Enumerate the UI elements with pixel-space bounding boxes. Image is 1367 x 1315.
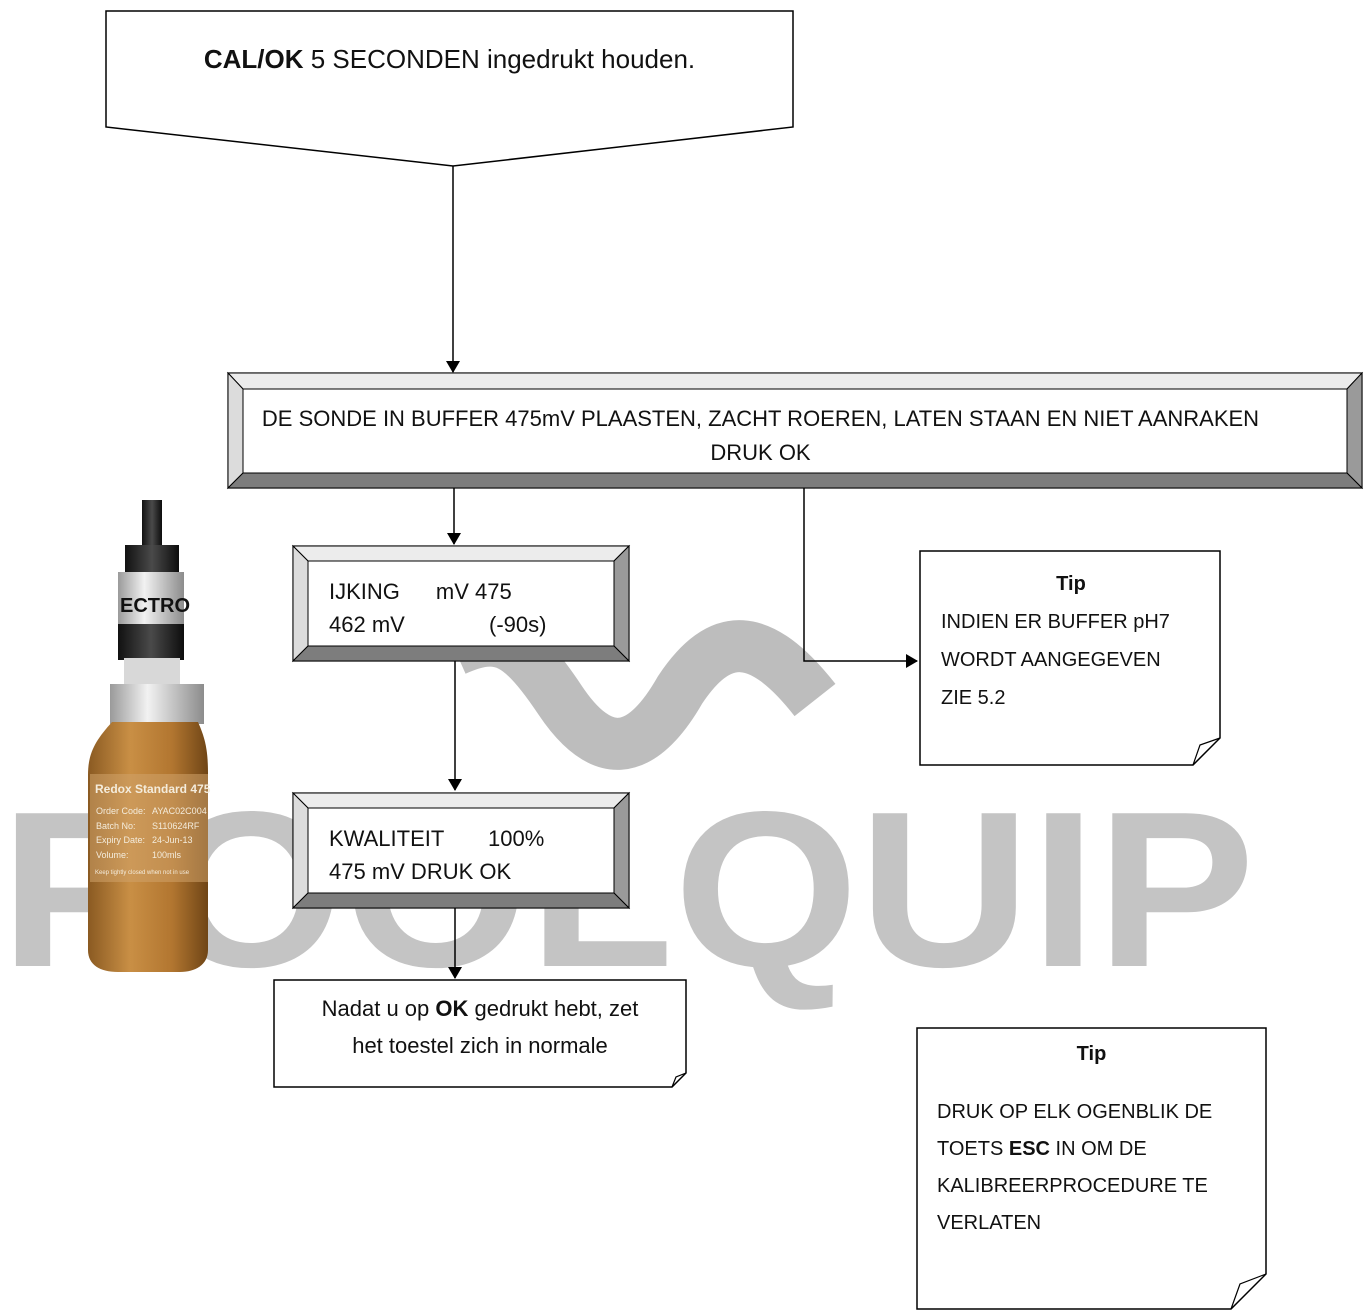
tip1-line1: INDIEN ER BUFFER pH7 [941,611,1170,633]
connector-buffer-to-tip1 [803,488,918,668]
bottle-label [90,774,208,882]
tip2-text: DRUK OP ELK OGENBLIK DE TOETS ESC IN OM … [937,1094,1257,1242]
quality-display-box [291,791,631,910]
final-note-post: gedrukt hebt, zet [468,996,639,1021]
bottle-label-volume-value: 100mls [152,850,182,860]
final-note-text: Nadat u op OK gedrukt hebt, zet het toes… [274,990,686,1064]
buffer-step-line1: DE SONDE IN BUFFER 475mV PLAASTEN, ZACHT… [261,406,1260,431]
calibration-display-box [291,544,631,663]
bottle-label-expiry: Expiry Date: [96,835,145,845]
esc-key: ESC [1008,1138,1050,1160]
quality-value: 100% [488,826,545,851]
electrode-cable [142,500,162,550]
electrode-sleeve-text: ECTRO [120,595,190,617]
tip1-note-shape [919,550,1221,766]
tip2-line3: KALIBREERPROCEDURE TE [937,1175,1208,1197]
tip1-line3: ZIE 5.2 [941,687,1006,709]
tip2-line2-pre: TOETS [937,1138,1009,1160]
bottle-label-expiry-value: 24-Jun-13 [152,835,193,845]
bottle-label-note: Keep tightly closed when not in use [95,870,190,876]
bottle-label-title: Redox Standard 475 [95,782,211,796]
buffer-step-line2: DRUK OK [710,440,811,465]
electrode-sleeve [118,572,184,624]
bottle-label-volume: Volume: [96,850,129,860]
cal-ok-key: CAL/OK [203,44,304,74]
tip1-line2: WORDT AANGEGEVEN [941,649,1161,671]
quality-reading: 475 mV DRUK OK [329,859,512,884]
bottle-label-batch: Batch No: [96,821,136,831]
final-note-pre: Nadat u op [321,996,436,1021]
bottle-cap [110,684,204,724]
tip2-title: Tip [1076,1043,1107,1065]
final-note-line2: het toestel zich in normale [352,1033,608,1058]
tip2-line2-post: IN OM DE [1050,1138,1147,1160]
electrode-glass [124,658,180,688]
electrode-band [118,624,184,660]
bottle-label-batch-value: S110624RF [152,821,200,831]
start-callout-shape [105,10,794,167]
calibration-target: mV 475 [435,579,512,604]
final-note-shape [273,979,687,1088]
tip2-line4: VERLATEN [937,1212,1042,1234]
buffer-step-text: DE SONDE IN BUFFER 475mV PLAASTEN, ZACHT… [243,402,1278,470]
quality-label: KWALITEIT [329,826,445,851]
start-instruction: CAL/OK 5 SECONDEN ingedrukt houden. [106,44,793,75]
calibration-display-text: IJKING mV 475 462 mV (-90s) [329,575,546,641]
tip2-note-shape [916,1027,1267,1310]
bottle-label-order: Order Code: [96,806,146,816]
tip1-text: Tip INDIEN ER BUFFER pH7 WORDT AANGEGEVE… [941,565,1201,717]
calibration-timer: (-90s) [489,612,547,637]
buffer-step-box [226,371,1364,490]
calibration-reading: 462 mV [329,612,405,637]
calibration-label: IJKING [329,579,400,604]
quality-display-text: KWALITEIT 100% 475 mV DRUK OK [329,822,544,888]
ok-key: OK [435,996,469,1021]
bottle-label-order-value: AYAC02C004 [152,806,207,816]
tip1-title: Tip [1056,573,1086,595]
start-instruction-text: 5 SECONDEN ingedrukt houden. [303,44,696,74]
tip2-line1: DRUK OP ELK OGENBLIK DE [937,1101,1213,1123]
electrode-top [125,545,179,575]
